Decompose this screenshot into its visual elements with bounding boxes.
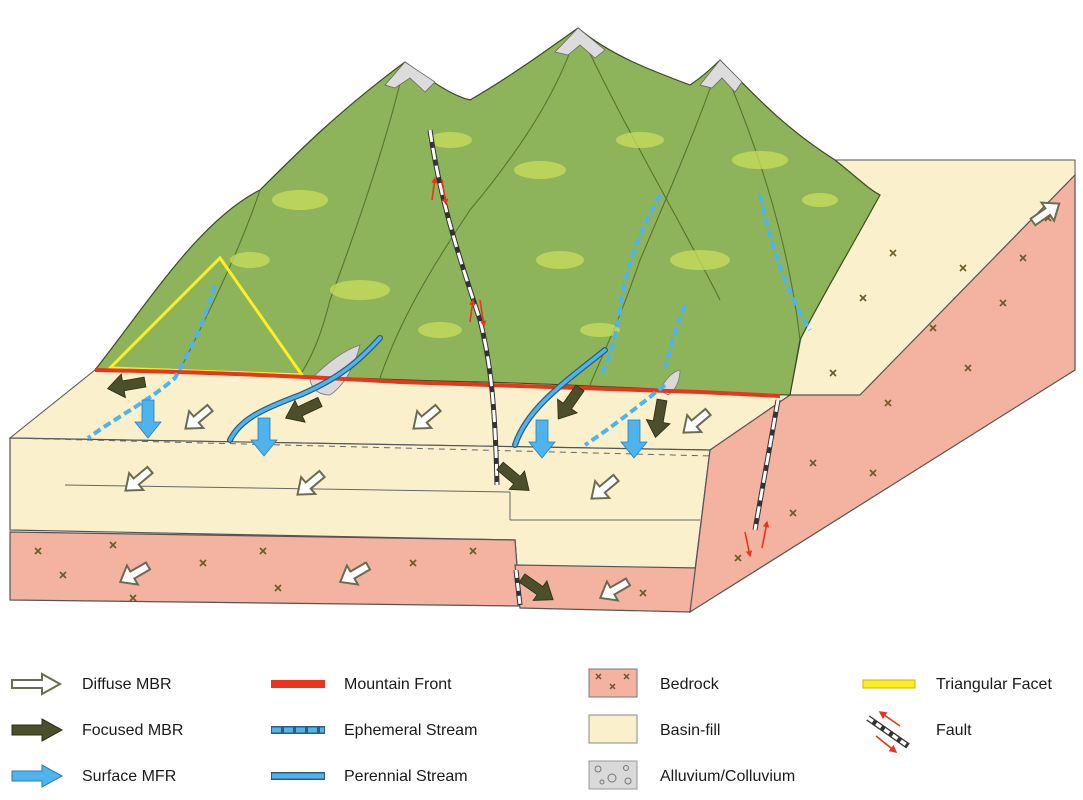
perennial-stream-fill [228, 336, 382, 442]
legend-label-basin-fill: Basin-fill [660, 722, 721, 739]
snow-cap-left [384, 61, 436, 93]
yellow-line-icon [862, 679, 916, 689]
dark-arrow-icon [11, 718, 64, 742]
fault-slip-arrows [431, 176, 770, 558]
perennial-stream-2-fill [513, 348, 607, 447]
snow-cap-right [699, 59, 743, 93]
blue-arrow-icon [11, 764, 64, 788]
basin-fill-swatch-icon [588, 714, 638, 744]
legend-label-surface-mfr: Surface MFR [82, 768, 177, 785]
legend-label-bedrock: Bedrock [660, 676, 719, 693]
legend-label-fault: Fault [936, 722, 972, 739]
mountain-front-line [94, 368, 781, 398]
legend-label-focused-mbr: Focused MBR [82, 722, 184, 739]
legend-label-mountain-front: Mountain Front [344, 676, 452, 693]
bedrock-front-face [9, 531, 521, 607]
legend-label-ephemeral-stream: Ephemeral Stream [344, 722, 478, 739]
ephemeral-streams [86, 194, 812, 447]
hidden-edge-2 [9, 437, 791, 459]
hidden-edge [9, 369, 96, 439]
red-line-icon [271, 680, 325, 688]
alluvium-swatch-icon [588, 760, 638, 790]
legend-label-diffuse-mbr: Diffuse MBR [82, 676, 172, 693]
dashed-blue-line-icon [271, 726, 325, 734]
vegetation-texture [230, 132, 838, 338]
legend: Diffuse MBR Focused MBR Surface MFR Moun… [0, 650, 1083, 800]
legend-label-perennial-stream: Perennial Stream [344, 768, 468, 785]
solid-blue-line-icon [271, 772, 325, 780]
legend-label-alluvium: Alluvium/Colluvium [660, 768, 796, 785]
snow-cap-center [554, 27, 606, 59]
hollow-arrow-icon [11, 672, 63, 696]
focused-mbr-arrows [106, 373, 671, 601]
surface-mfr-arrows [134, 399, 648, 459]
diffuse-mbr-arrows [118, 201, 1061, 602]
fault-lines [427, 129, 781, 606]
fault-icon [866, 711, 910, 753]
legend-label-triangular-facet: Triangular Facet [936, 676, 1052, 693]
block-diagram [8, 27, 1076, 614]
bedrock-swatch-icon [588, 668, 638, 698]
